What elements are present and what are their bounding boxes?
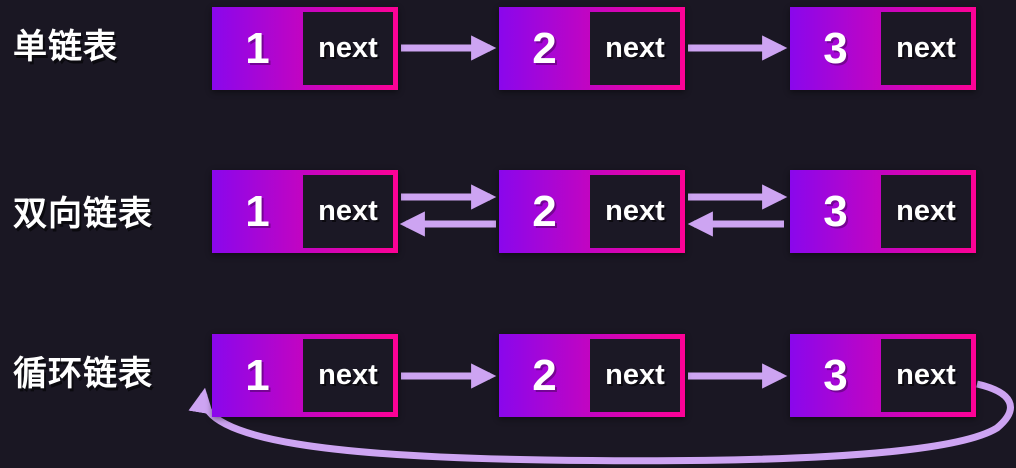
node-next-pointer: next — [303, 339, 393, 412]
singly-node-3: 3 next — [790, 7, 976, 90]
singly-node-1: 1 next — [212, 7, 398, 90]
circular-node-3: 3 next — [790, 334, 976, 417]
singly-node-2: 2 next — [499, 7, 685, 90]
label-singly-linked-list: 单链表 — [13, 28, 118, 66]
doubly-node-1: 1 next — [212, 170, 398, 253]
node-value: 2 — [532, 186, 557, 236]
node-value: 3 — [823, 186, 848, 236]
node-value: 1 — [245, 186, 270, 236]
node-value: 3 — [823, 23, 848, 73]
doubly-node-2: 2 next — [499, 170, 685, 253]
node-next-pointer: next — [881, 12, 971, 85]
label-doubly-linked-list: 双向链表 — [13, 195, 153, 233]
node-value: 2 — [532, 350, 557, 400]
node-next-pointer: next — [590, 175, 680, 248]
node-next-pointer: next — [303, 12, 393, 85]
circular-node-2: 2 next — [499, 334, 685, 417]
node-next-pointer: next — [590, 339, 680, 412]
node-value: 1 — [245, 350, 270, 400]
circular-node-1: 1 next — [212, 334, 398, 417]
node-value: 3 — [823, 350, 848, 400]
node-next-pointer: next — [881, 339, 971, 412]
arrow-circular-loop-3-to-1-icon — [188, 380, 1014, 465]
node-value: 2 — [532, 23, 557, 73]
node-value: 1 — [245, 23, 270, 73]
label-circular-linked-list: 循环链表 — [13, 355, 153, 393]
node-next-pointer: next — [303, 175, 393, 248]
doubly-node-3: 3 next — [790, 170, 976, 253]
node-next-pointer: next — [881, 175, 971, 248]
node-next-pointer: next — [590, 12, 680, 85]
